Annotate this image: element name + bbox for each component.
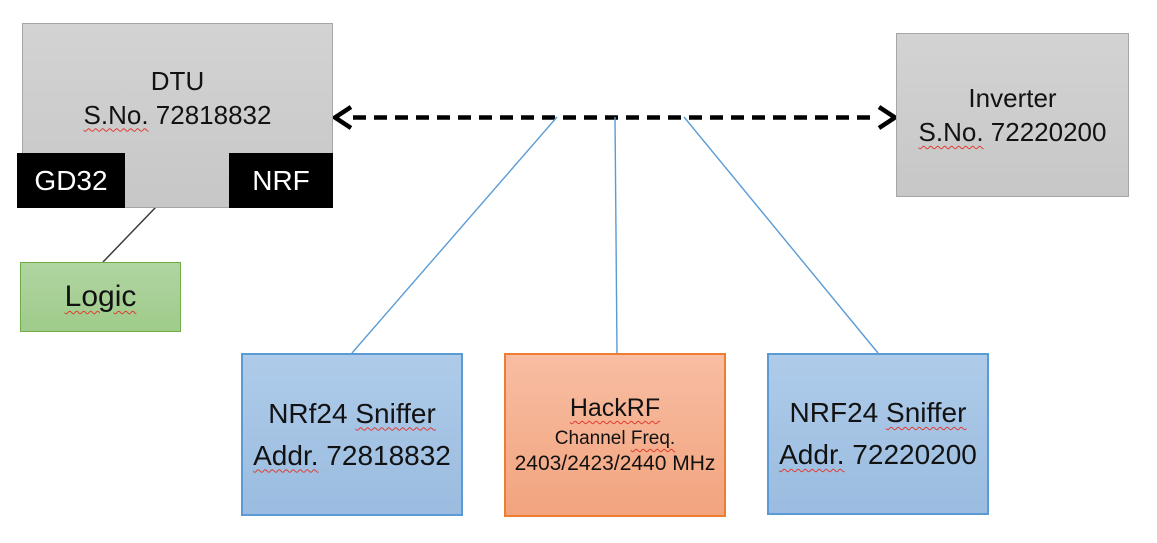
inverter-box: Inverter S.No. 72220200 <box>896 33 1129 197</box>
inverter-serial: S.No. 72220200 <box>919 115 1107 149</box>
nrf-chip-label: NRF <box>252 164 310 196</box>
sniffer-inverter-address: Addr. 72220200 <box>779 434 977 476</box>
sniffer-inverter-role: Sniffer <box>886 397 967 428</box>
hackrf-connector-line <box>614 116 618 354</box>
logic-box: Logic <box>20 262 181 332</box>
sniffer-inverter-connector-line <box>683 116 879 354</box>
sniffer-inverter-addr-label: Addr. <box>779 439 845 470</box>
sniffer-dtu-address: Addr. 72818832 <box>253 435 451 477</box>
left-arrowhead-icon <box>330 105 353 130</box>
dtu-inverter-dashed-arrow <box>330 105 900 130</box>
hackrf-channel-freq: Channel Freq. <box>555 427 675 451</box>
sniffer-dtu-connector-line <box>351 116 558 354</box>
inverter-serial-number: 72220200 <box>990 117 1107 147</box>
hackrf-freq-word: Freq. <box>630 428 676 449</box>
nrf24-sniffer-dtu-box: NRf24 Sniffer Addr. 72818832 <box>241 353 463 516</box>
sniffer-dtu-device: NRf24 <box>268 397 348 429</box>
logic-label: Logic <box>64 280 137 313</box>
right-arrowhead-icon <box>877 105 900 130</box>
sniffer-inverter-addr-number: 72220200 <box>852 439 977 470</box>
dtu-serial-number: 72818832 <box>155 99 272 130</box>
sniffer-dtu-role: Sniffer <box>355 397 436 429</box>
gd32-chip: GD32 <box>17 153 125 208</box>
sniffer-dtu-title: NRf24 Sniffer <box>268 393 436 435</box>
dtu-serial: S.No. 72818832 <box>84 98 272 132</box>
sniffer-dtu-addr-label: Addr. <box>253 439 319 471</box>
hackrf-channel-word: Channel <box>554 428 626 449</box>
gd32-chip-label: GD32 <box>34 164 108 196</box>
nrf-chip: NRF <box>229 153 333 208</box>
sniffer-inverter-device: NRF24 <box>789 397 879 428</box>
hackrf-box: HackRF Channel Freq. 2403/2423/2440 MHz <box>504 353 726 517</box>
dtu-title: DTU <box>150 65 205 96</box>
sniffer-inverter-title: NRF24 Sniffer <box>790 392 967 434</box>
dtu-serial-label: S.No. <box>83 99 149 130</box>
hackrf-title: HackRF <box>569 394 661 422</box>
hackrf-frequencies: 2403/2423/2440 MHz <box>514 452 716 475</box>
inverter-serial-label: S.No. <box>918 117 984 147</box>
nrf24-sniffer-inverter-box: NRF24 Sniffer Addr. 72220200 <box>767 353 989 515</box>
sniffer-dtu-addr-number: 72818832 <box>326 439 451 471</box>
inverter-title: Inverter <box>968 83 1057 113</box>
